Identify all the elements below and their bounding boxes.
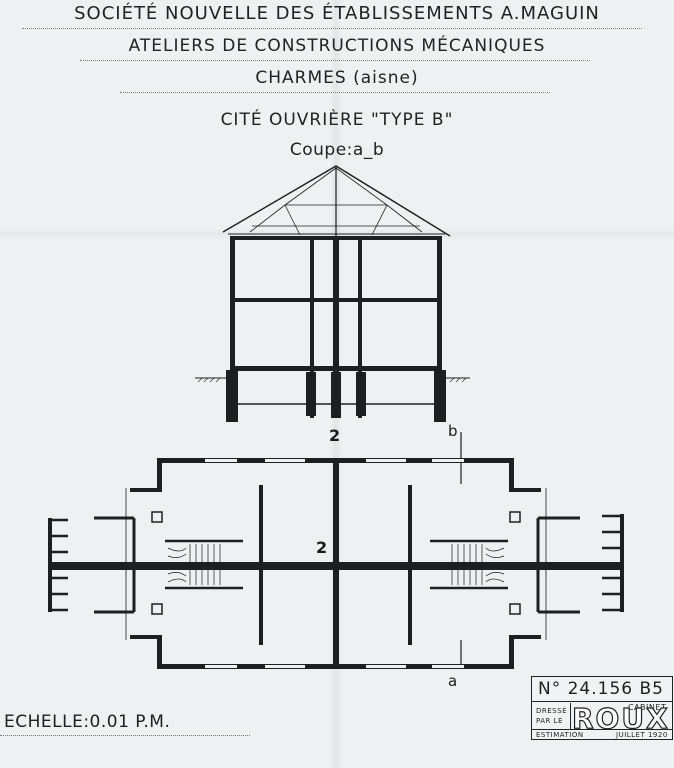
- scale-underline: [0, 735, 250, 736]
- drawing-number: N° 24.156 B5: [538, 679, 664, 699]
- cut-label-a: a: [448, 672, 458, 690]
- cross-section: [195, 165, 470, 422]
- stamp-cabinet: CABINET: [628, 703, 667, 712]
- company-title: SOCIÉTÉ NOUVELLE DES ÉTABLISSEMENTS A.MA…: [74, 3, 600, 24]
- scale-note: ECHELLE:0.01 P.M.: [4, 712, 171, 732]
- stamp-divider-vertical: [570, 703, 571, 729]
- stamp-date: JUILLET 1920: [616, 731, 668, 739]
- cut-label-b: b: [448, 422, 458, 440]
- workshop-title: ATELIERS DE CONSTRUCTIONS MÉCANIQUES: [128, 36, 546, 56]
- town-title: CHARMES (aisne): [255, 68, 419, 88]
- section-title: Coupe:a_b: [289, 140, 385, 160]
- title-underline: [120, 92, 550, 93]
- stamp-par-le: PAR LE: [536, 717, 563, 725]
- registration-stamp: N° 24.156 B5 DRESSÉ PAR LE CABINET ROUX …: [531, 676, 673, 740]
- title-underline: [22, 28, 642, 29]
- stamp-dresse: DRESSÉ: [536, 707, 567, 715]
- project-title: CITÉ OUVRIÈRE "TYPE B": [220, 110, 454, 130]
- stamp-divider: [532, 701, 672, 702]
- floor-plan: [48, 458, 624, 669]
- stamp-divider: [532, 729, 672, 730]
- stamp-estimation: ESTIMATION: [536, 731, 584, 739]
- section-mark-top: 2: [329, 426, 341, 445]
- title-underline: [80, 60, 590, 61]
- section-mark-plan: 2: [316, 538, 328, 557]
